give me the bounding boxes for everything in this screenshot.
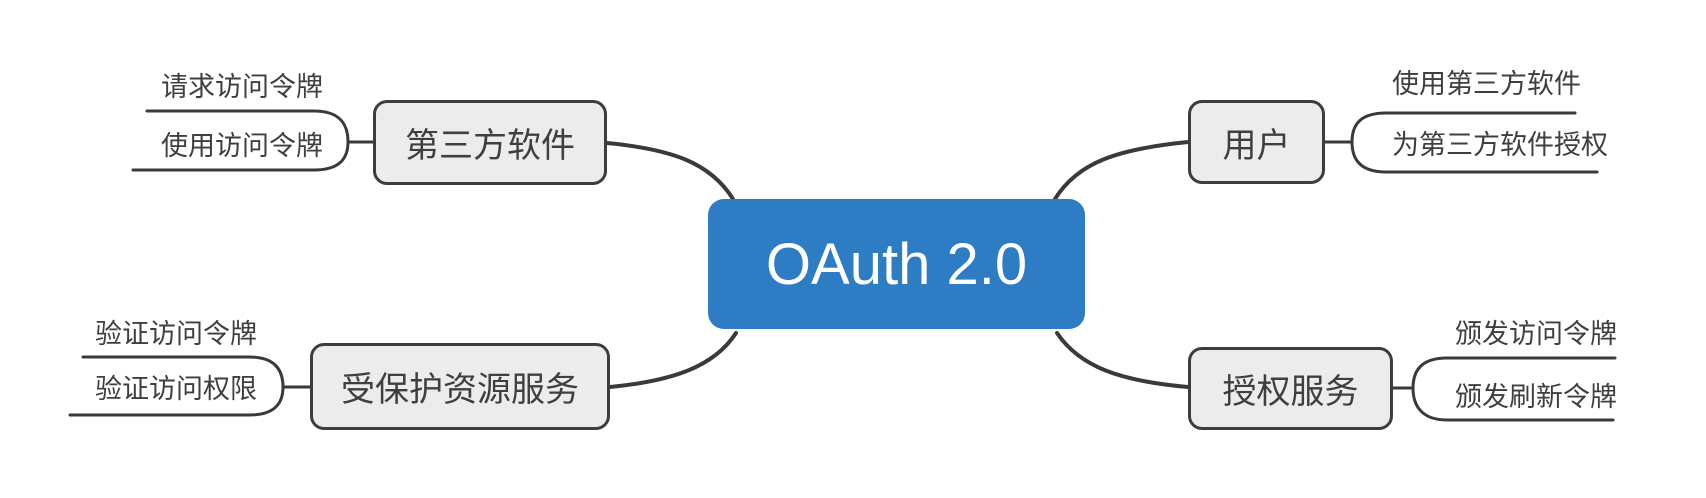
topic-authorization-service[interactable]: 授权服务 bbox=[1188, 347, 1393, 430]
topic-third-party-software[interactable]: 第三方软件 bbox=[373, 100, 607, 185]
topic-user[interactable]: 用户 bbox=[1188, 100, 1325, 184]
topic-protected-resource-service[interactable]: 受保护资源服务 bbox=[310, 343, 610, 430]
subtopic-issue-access-token[interactable]: 颁发访问令牌 bbox=[1455, 319, 1617, 349]
branch-curve-authorization-service bbox=[1055, 331, 1190, 389]
subtopic-use-third-party-software[interactable]: 使用第三方软件 bbox=[1392, 69, 1581, 99]
subtopic-request-access-token[interactable]: 请求访问令牌 bbox=[161, 72, 323, 102]
subtopic-verify-access-token[interactable]: 验证访问令牌 bbox=[95, 319, 257, 349]
branch-curve-third-party-software bbox=[605, 141, 735, 201]
subtopic-authorize-third-party-software[interactable]: 为第三方软件授权 bbox=[1392, 130, 1608, 160]
subtopic-use-access-token[interactable]: 使用访问令牌 bbox=[161, 131, 323, 161]
branch-curve-protected-resource-service bbox=[608, 331, 738, 389]
subtopic-verify-access-permission[interactable]: 验证访问权限 bbox=[95, 374, 257, 404]
subtopic-issue-refresh-token[interactable]: 颁发刷新令牌 bbox=[1455, 382, 1617, 412]
branch-curve-user bbox=[1053, 140, 1190, 201]
central-topic[interactable]: OAuth 2.0 bbox=[708, 199, 1085, 329]
